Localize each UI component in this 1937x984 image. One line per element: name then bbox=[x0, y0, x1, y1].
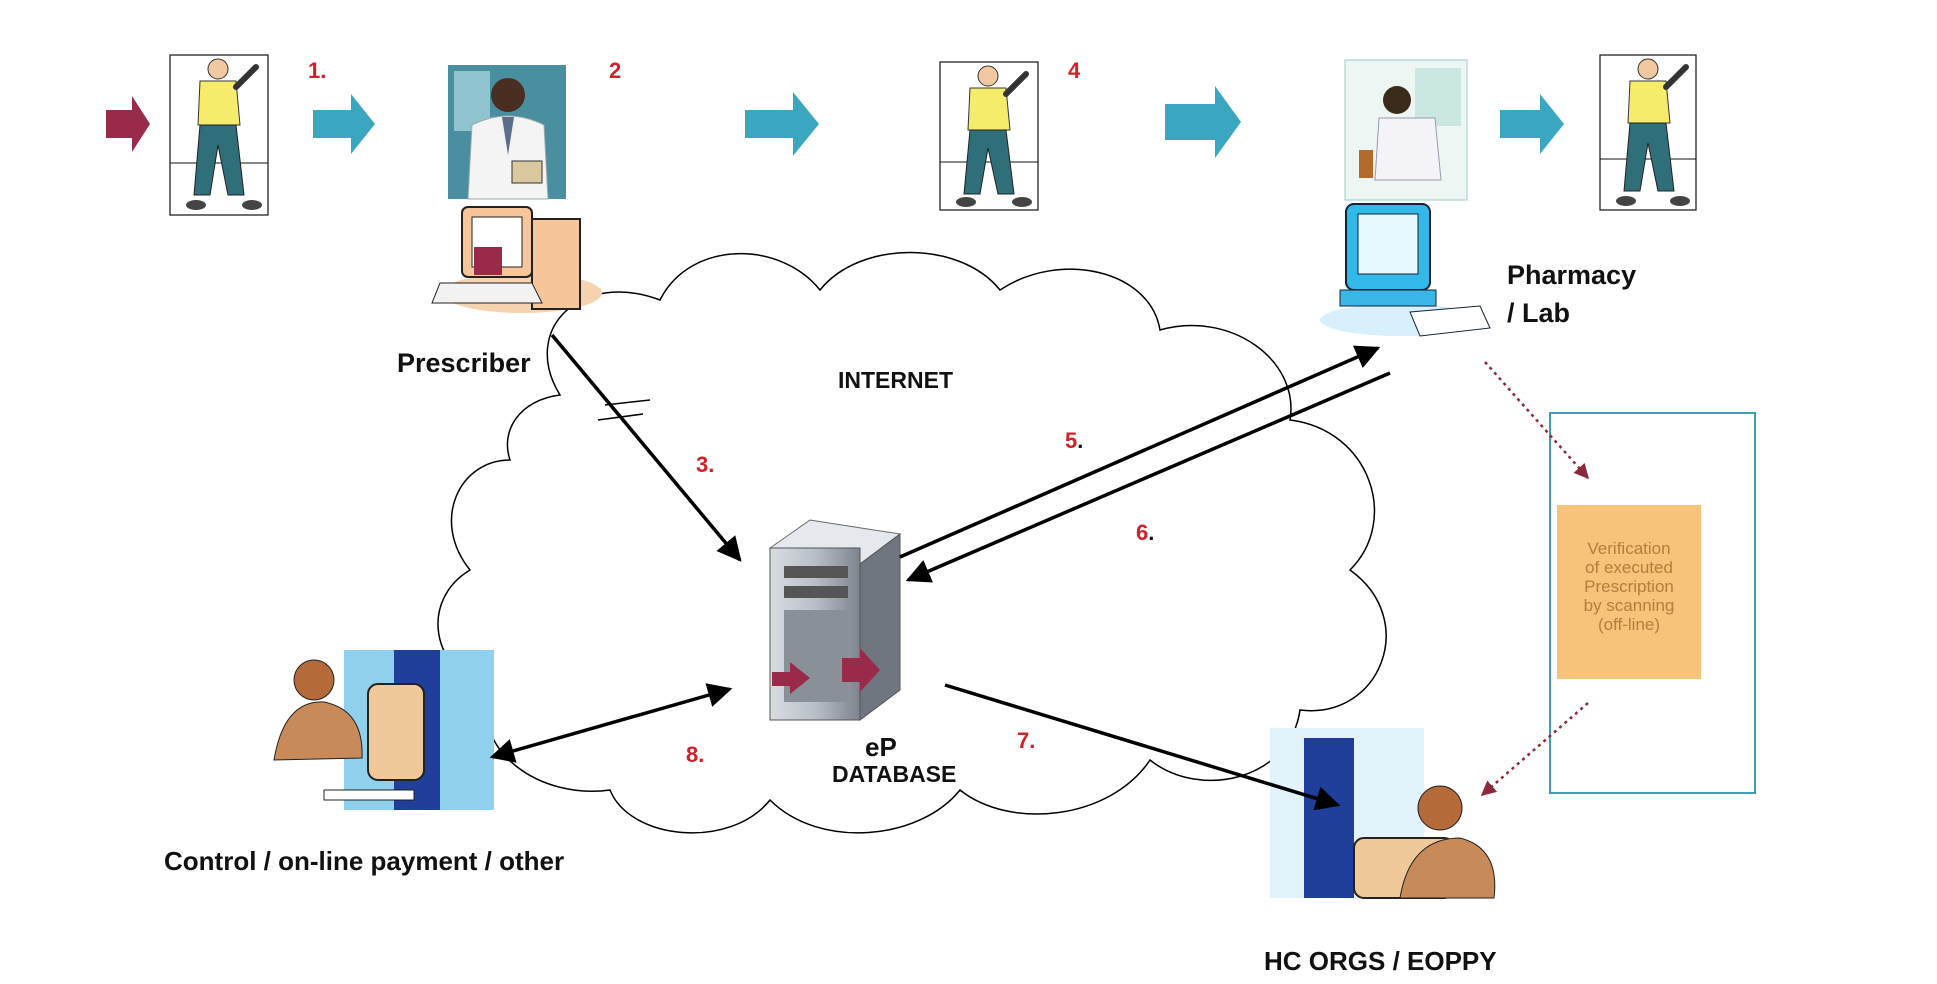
step-6-dot: . bbox=[1148, 520, 1155, 545]
verification-line-3: Prescription bbox=[1584, 577, 1674, 596]
flow-arrow-icon bbox=[1165, 86, 1241, 158]
arrow-step-8 bbox=[489, 683, 733, 763]
step-7: 7. bbox=[1017, 728, 1036, 753]
step-5-number: 5 bbox=[1065, 428, 1078, 453]
internet-label: INTERNET bbox=[838, 367, 953, 393]
verification-frame bbox=[1549, 412, 1756, 794]
verification-line-4: by scanning bbox=[1583, 596, 1675, 615]
step-6-number: 6 bbox=[1136, 520, 1149, 545]
step-5-dot: . bbox=[1077, 428, 1084, 453]
verification-box: Verification of executed Prescription by… bbox=[1557, 505, 1701, 679]
patient-figure-icon bbox=[169, 54, 269, 216]
connection-arrows bbox=[489, 333, 1391, 811]
flow-arrow-icon bbox=[772, 662, 810, 694]
desktop-computer-icon bbox=[431, 206, 602, 313]
flow-arrow-icon bbox=[745, 92, 819, 156]
pharmacy-label-line-1: Pharmacy bbox=[1507, 260, 1637, 290]
step-4: 4 bbox=[1068, 58, 1081, 83]
step-6: 6. bbox=[1136, 520, 1154, 546]
control-payment-label: Control / on-line payment / other bbox=[164, 846, 565, 876]
flow-arrows bbox=[106, 86, 1564, 158]
hc-orgs-label: HC ORGS / EOPPY bbox=[1264, 946, 1497, 976]
flow-arrow-icon bbox=[842, 648, 880, 692]
patient-figure-icon bbox=[1599, 54, 1697, 211]
blue-computer-icon bbox=[1320, 203, 1491, 337]
office-worker-icon bbox=[1270, 728, 1496, 899]
arrow-step-5 bbox=[899, 345, 1381, 559]
office-worker-icon bbox=[273, 650, 494, 810]
flow-arrow-icon bbox=[106, 96, 150, 152]
verification-line-5: (off-line) bbox=[1597, 615, 1661, 634]
arrow-step-3 bbox=[550, 333, 742, 562]
dotted-arrow-to-verification bbox=[1484, 361, 1589, 480]
flow-arrow-icon bbox=[1500, 94, 1564, 154]
step-3: 3. bbox=[696, 452, 715, 477]
arrow-step-7 bbox=[944, 683, 1341, 811]
pharmacy-label-line-2: / Lab bbox=[1507, 298, 1571, 328]
doctor-icon bbox=[448, 65, 566, 200]
flow-arrow-icon bbox=[313, 94, 375, 154]
database-server-icon bbox=[768, 519, 902, 721]
database-label: DATABASE bbox=[832, 761, 957, 787]
verification-line-1: Verification bbox=[1587, 539, 1671, 558]
pharmacist-icon bbox=[1344, 59, 1468, 201]
prescriber-label: Prescriber bbox=[397, 348, 531, 378]
arrow-step-6 bbox=[905, 371, 1391, 583]
pharmacy-lab-label: Pharmacy / Lab bbox=[1507, 256, 1636, 332]
verification-line-2: of executed bbox=[1585, 558, 1673, 577]
internet-cloud bbox=[437, 251, 1387, 834]
step-8: 8. bbox=[686, 742, 705, 767]
ep-label: eP bbox=[865, 732, 897, 762]
step-2: 2 bbox=[609, 58, 622, 83]
step-5: 5. bbox=[1065, 428, 1083, 454]
dotted-arrow-to-hc-orgs bbox=[1480, 702, 1589, 796]
step-1: 1. bbox=[308, 58, 327, 83]
patient-figure-icon bbox=[939, 61, 1039, 211]
